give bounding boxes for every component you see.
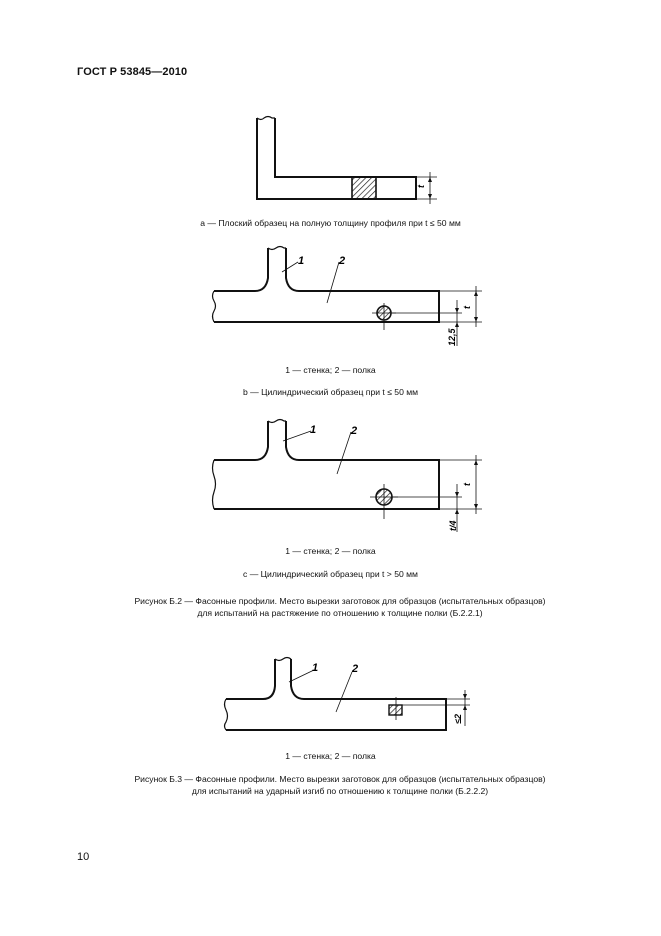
fig-b-dim-t: t: [462, 305, 472, 309]
figure-b3-caption: Рисунок Б.3 — Фасонные профили. Место вы…: [60, 773, 620, 797]
figure-b3-caption-line2: для испытаний на ударный изгиб по отноше…: [191, 786, 489, 796]
figure-b2-caption-line2: для испытаний на растяжение по отношению…: [197, 608, 483, 618]
fig-b-label-1: 1: [298, 255, 304, 267]
figure-b-caption: b — Цилиндрический образец при t ≤ 50 мм: [242, 387, 419, 397]
fig-b-dim-offset: 12,5: [447, 327, 457, 346]
figure-b-legend: 1 — стенка; 2 — полка: [285, 365, 376, 375]
fig-b3-label-1: 1: [312, 662, 318, 674]
figure-b3-legend: 1 — стенка; 2 — полка: [285, 751, 376, 761]
fig-c-dim-offset: t/4: [448, 520, 458, 531]
figure-b3-caption-line1: Рисунок Б.3 — Фасонные профили. Место вы…: [134, 774, 546, 784]
fig-c-label-2: 2: [350, 425, 357, 437]
fig-b3-dim: ≤2: [453, 714, 463, 724]
figure-b2-caption: Рисунок Б.2 — Фасонные профили. Место вы…: [60, 595, 620, 619]
figure-b3-drawing: [223, 656, 470, 731]
hatched-sample: [351, 176, 377, 200]
figure-b2-caption-line1: Рисунок Б.2 — Фасонные профили. Место вы…: [134, 596, 546, 606]
impact-sample: [388, 704, 403, 716]
figure-a-caption: a — Плоский образец на полную толщину пр…: [200, 218, 461, 228]
figure-c-legend: 1 — стенка; 2 — полка: [285, 546, 376, 556]
figure-a-drawing: [256, 115, 437, 204]
fig-a-dim-t: t: [416, 184, 426, 188]
fig-c-dim-t: t: [462, 482, 472, 486]
document-header: ГОСТ Р 53845—2010: [77, 66, 188, 78]
figure-c-caption: c — Цилиндрический образец при t > 50 мм: [243, 569, 418, 579]
page-number: 10: [77, 851, 90, 863]
fig-b3-label-2: 2: [351, 663, 358, 675]
figure-b-drawing: [211, 245, 482, 346]
fig-c-label-1: 1: [310, 424, 316, 436]
fig-b-label-2: 2: [338, 255, 345, 267]
figure-c-drawing: [211, 418, 482, 532]
